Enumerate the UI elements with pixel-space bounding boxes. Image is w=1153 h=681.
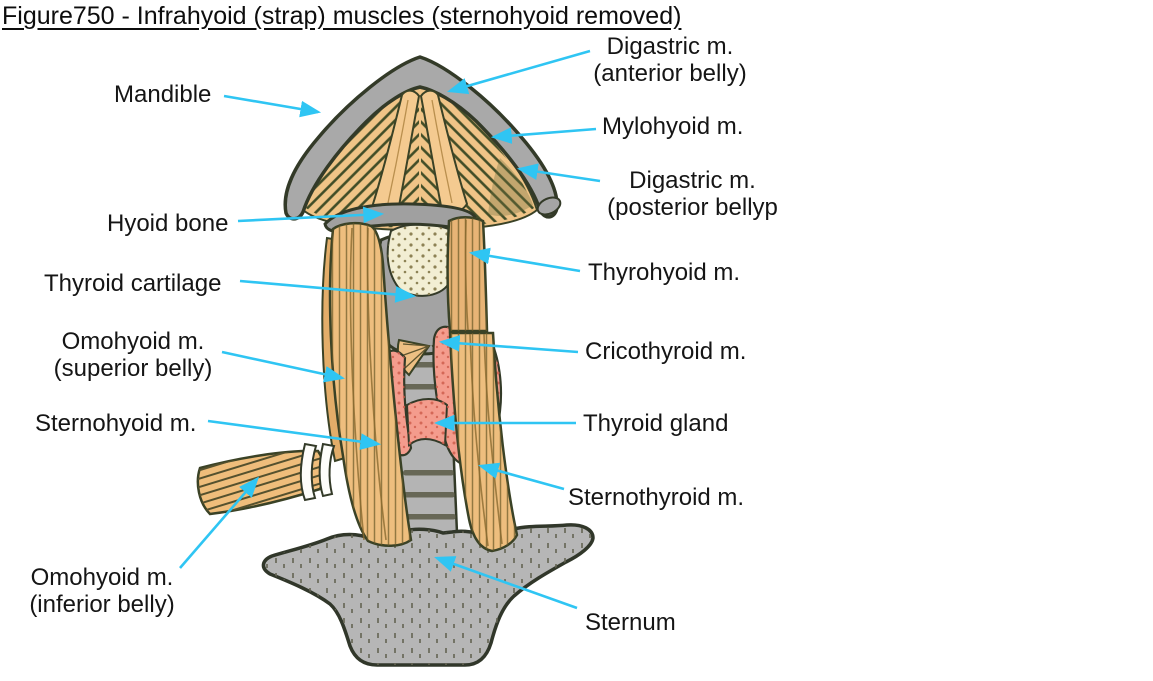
omohyoid-tendon-loop-shape — [299, 442, 336, 502]
digastric-anterior-bellies-shape — [371, 89, 469, 215]
leader-digastric-anterior — [447, 49, 591, 95]
label-hyoid-bone: Hyoid bone — [107, 210, 229, 237]
thyrohyoid-muscle-shape — [446, 216, 489, 333]
label-sternohyoid: Sternohyoid m. — [35, 410, 197, 437]
label-digastric-posterior: Digastric m. (posterior bellyp — [607, 167, 778, 221]
leader-cricothyroid — [438, 334, 579, 354]
leader-hyoid-bone — [237, 206, 385, 224]
leader-omohyoid-inferior — [179, 476, 260, 569]
omohyoid-inferior-belly-shape — [196, 449, 326, 516]
leader-thyroid-cartilage — [239, 279, 417, 303]
leader-thyrohyoid — [468, 247, 581, 273]
label-thyrohyoid: Thyrohyoid m. — [588, 259, 741, 286]
label-sternum: Sternum — [585, 609, 676, 636]
leader-omohyoid-superior — [221, 350, 346, 383]
label-mandible: Mandible — [114, 81, 212, 108]
label-mylohyoid: Mylohyoid m. — [602, 113, 744, 140]
leader-lines — [179, 49, 601, 610]
leader-mandible — [223, 94, 322, 118]
label-thyroid-gland: Thyroid gland — [583, 410, 729, 437]
leader-digastric-posterior — [516, 163, 601, 183]
leader-mylohyoid — [490, 127, 597, 144]
leader-sternum — [434, 556, 578, 610]
label-cricothyroid: Cricothyroid m. — [585, 338, 747, 365]
digastric-posterior-belly-shape — [488, 158, 533, 216]
figure-title: Figure750 - Infrahyoid (strap) muscles (… — [2, 2, 682, 30]
sternohyoid-muscle-shape — [328, 221, 413, 547]
label-sternothyroid: Sternothyroid m. — [568, 484, 745, 511]
label-omohyoid-inferior: Omohyoid m. (inferior belly) — [29, 564, 175, 618]
sternothyroid-muscle-shape — [448, 331, 519, 553]
label-omohyoid-superior: Omohyoid m. (superior belly) — [53, 328, 213, 382]
leader-sternothyroid — [477, 462, 565, 491]
leader-sternohyoid — [207, 419, 382, 450]
label-digastric-anterior: Digastric m. (anterior belly) — [593, 33, 747, 87]
thyrohyoid-membrane-shape — [386, 223, 455, 297]
label-thyroid-cartilage: Thyroid cartilage — [44, 270, 222, 297]
